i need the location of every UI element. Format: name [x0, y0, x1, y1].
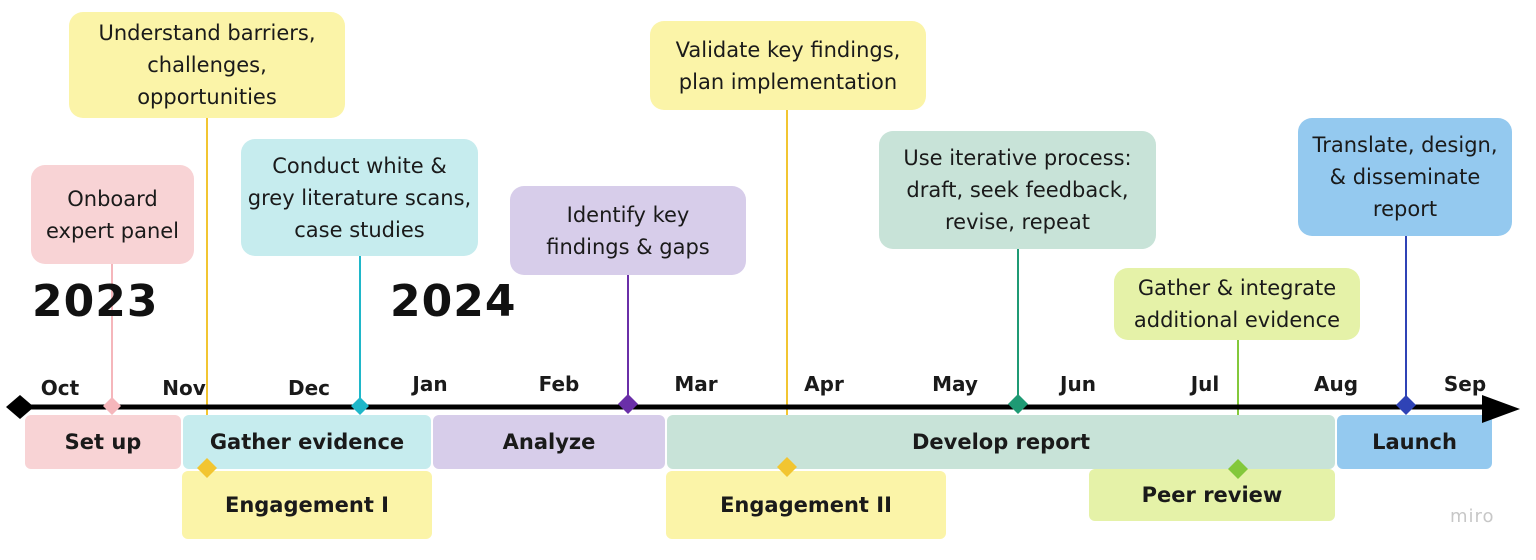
axis-arrowhead	[1482, 395, 1520, 423]
note-onboard-expert-panel: Onboard expert panel	[31, 165, 194, 264]
note-validate-findings: Validate key findings, plan implementati…	[650, 21, 926, 110]
axis-start-diamond	[6, 395, 34, 419]
month-may: May	[932, 372, 978, 396]
month-dec: Dec	[287, 376, 331, 400]
marker-barriers	[197, 458, 217, 478]
marker-validate	[777, 457, 797, 477]
phase-engagement-2: Engagement II	[666, 471, 946, 539]
marker-scans	[351, 397, 369, 415]
note-iterative-process: Use iterative process: draft, seek feedb…	[879, 131, 1156, 249]
year-2024: 2024	[390, 276, 517, 327]
month-oct: Oct	[40, 376, 80, 400]
marker-iterative	[1008, 394, 1028, 414]
marker-onboard	[103, 397, 121, 415]
month-jul: Jul	[1190, 372, 1220, 396]
phase-gather-evidence: Gather evidence	[183, 415, 431, 469]
note-translate-report: Translate, design, & disseminate report	[1298, 118, 1512, 236]
month-mar: Mar	[674, 372, 718, 396]
miro-watermark: miro	[1450, 506, 1495, 527]
note-identify-findings: Identify key findings & gaps	[510, 186, 746, 275]
month-apr: Apr	[804, 372, 844, 396]
marker-identify	[618, 394, 638, 414]
phase-setup: Set up	[25, 415, 181, 469]
month-nov: Nov	[162, 376, 206, 400]
phase-launch: Launch	[1337, 415, 1492, 469]
marker-translate	[1396, 395, 1416, 415]
year-2023: 2023	[32, 276, 159, 327]
phase-develop-report: Develop report	[667, 415, 1335, 469]
month-jun: Jun	[1060, 372, 1096, 396]
phase-peer-review: Peer review	[1089, 469, 1335, 521]
phase-analyze: Analyze	[433, 415, 665, 469]
note-understand-barriers: Understand barriers, challenges, opportu…	[69, 12, 345, 118]
note-literature-scans: Conduct white & grey literature scans, c…	[241, 139, 478, 256]
month-aug: Aug	[1313, 372, 1359, 396]
month-feb: Feb	[538, 372, 580, 396]
month-jan: Jan	[412, 372, 448, 396]
phase-engagement-1: Engagement I	[182, 471, 432, 539]
marker-integrate	[1228, 459, 1248, 479]
month-sep: Sep	[1443, 372, 1487, 396]
note-integrate-evidence: Gather & integrate additional evidence	[1114, 268, 1360, 340]
